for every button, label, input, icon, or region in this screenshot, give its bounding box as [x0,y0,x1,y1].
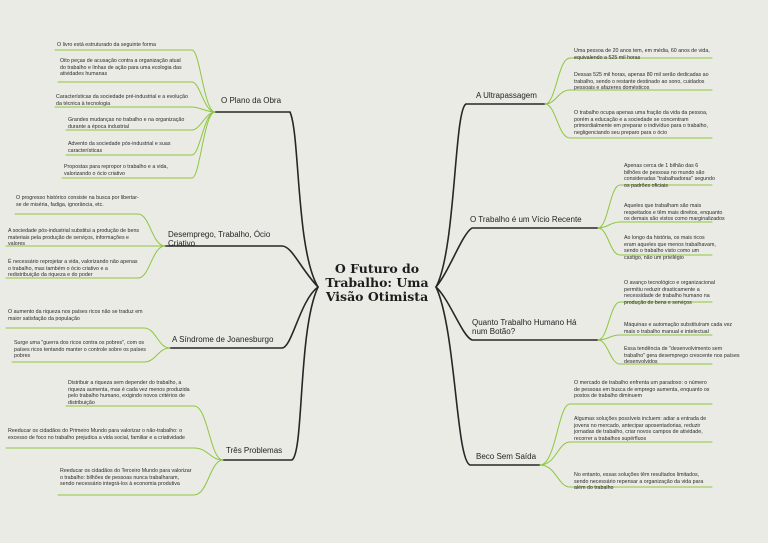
leaf-text: É necessário reprojetar a vida, valoriza… [8,259,138,279]
trunk-desemprego [164,245,319,288]
leaf-text: Advento da sociedade pós-industrial e su… [68,141,171,154]
leaf-text: Ao longo da história, os mais ricos eram… [624,235,716,262]
leaf-text: No entanto, essas soluções têm resultado… [574,472,704,492]
leaf-text: Propostas para repropor o trabalho e a v… [64,164,168,177]
leaf-text: Surge uma "guerra dos ricos contra os po… [14,340,146,360]
leaf-text: Essa tendência de "desenvolvimento sem t… [624,346,740,366]
trunk-ultrapassagem [435,103,546,288]
trunk-vicio [435,227,599,288]
leaf-text: Máquinas e automação substituíram cada v… [624,322,733,335]
leaf-text: Características da sociedade pré-industr… [56,94,188,107]
branch-trabalho-humano-botao[interactable]: Quanto Trabalho Humano Há num Botão? [472,318,577,337]
trunk-beco [435,286,541,466]
leaf-text: Apenas cerca de 1 bilhão das 6 bilhões d… [624,163,715,190]
central-topic[interactable]: O Futuro do Trabalho: Uma Visão Otimista [325,261,429,305]
trunk-tres [222,286,319,461]
branch-tres-problemas[interactable]: Três Problemas [226,446,283,455]
leaf-text: Algumas soluções possíveis incluem: adia… [574,416,707,443]
leaf-text: Distribuir a riqueza sem depender do tra… [68,380,190,407]
leaf-text: O aumento da riqueza nos países ricos nã… [8,309,143,322]
leaf-text: O livro está estruturado da seguinte for… [57,42,156,48]
branch-plano-da-obra[interactable]: O Plano da Obra [221,96,282,105]
leaf-text: Aqueles que trabalham são mais respeitad… [624,203,725,223]
leaf-text: O mercado de trabalho enfrenta um parado… [574,380,710,400]
leaf-text: Reeducar os cidadãos do Primeiro Mundo p… [8,428,185,441]
leaf-text: O avanço tecnológico e organizacional pe… [624,280,715,307]
leaf-text: A sociedade pós-industrial substitui a p… [8,228,140,248]
trunk-botao [435,286,599,341]
leaf-text: O progresso histórico consiste na busca … [16,195,139,208]
leaf-text: Oito peças de acusação contra a organiza… [60,58,182,78]
branch-sindrome-joanesburgo[interactable]: A Síndrome de Joanesburgo [172,335,274,344]
branch-trabalho-vicio-recente[interactable]: O Trabalho é um Vício Recente [470,215,582,224]
branch-beco-sem-saida[interactable]: Beco Sem Saída [476,452,537,461]
leaf-text: Grandes mudanças no trabalho e na organi… [68,117,185,130]
leaf-text: Uma pessoa de 20 anos tem, em média, 60 … [574,48,710,61]
leaf-text: O trabalho ocupa apenas uma fração da vi… [574,110,708,137]
branch-ultrapassagem[interactable]: A Ultrapassagem [476,91,537,100]
leaf-text: Reeducar os cidadãos do Terceiro Mundo p… [60,468,192,488]
trunk-joanesburgo [169,286,319,349]
leaf-text: Dessas 525 mil horas, apenas 80 mil serã… [574,72,709,92]
branch-desemprego[interactable]: Desemprego, Trabalho, Ócio Criativo [168,230,271,249]
trunk-plano [214,111,319,288]
